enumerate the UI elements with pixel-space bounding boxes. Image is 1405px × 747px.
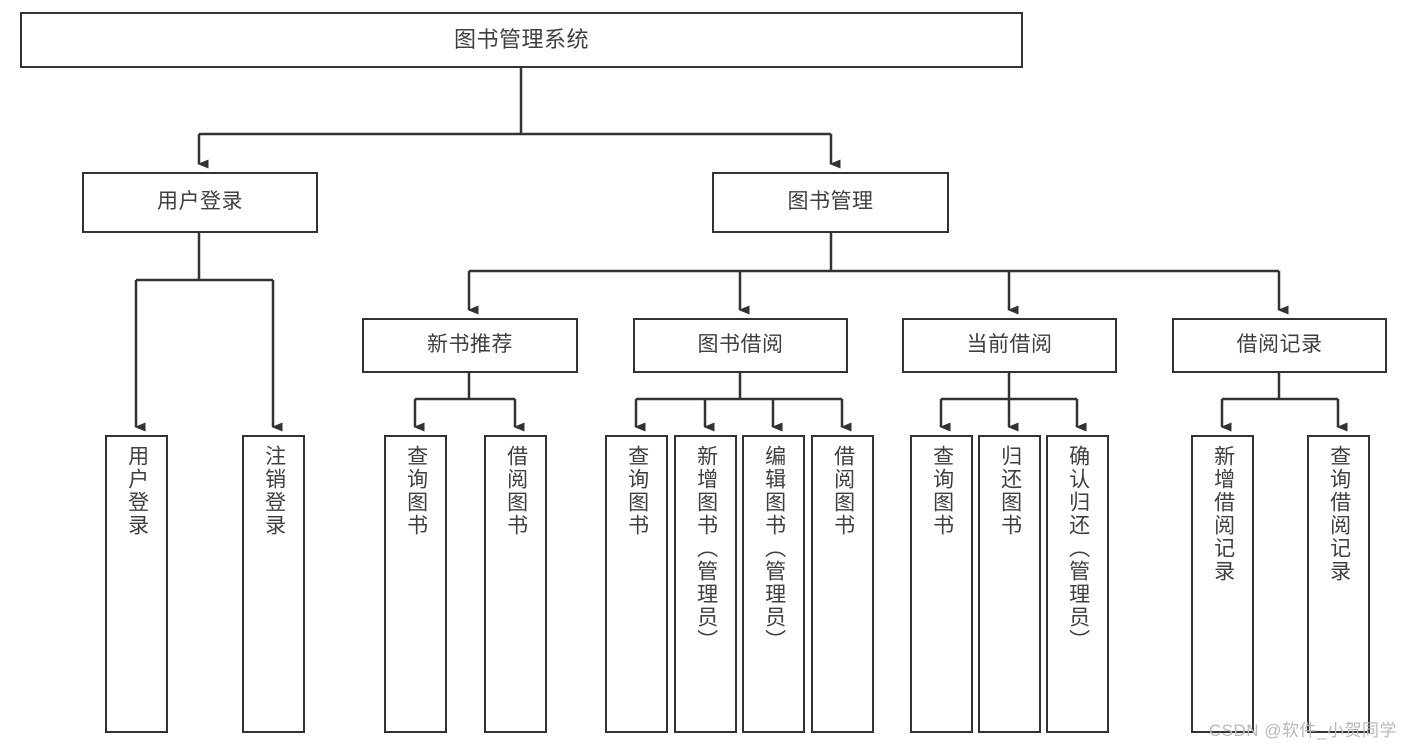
node-book-management[interactable]: 图书管理	[712, 172, 949, 233]
node-leaf-borrow-book-recommend[interactable]: 借阅图书	[484, 435, 547, 733]
node-leaf-query-book-recommend[interactable]: 查询图书	[384, 435, 447, 733]
node-root-book-management-system[interactable]: 图书管理系统	[20, 12, 1023, 68]
node-current-borrow[interactable]: 当前借阅	[902, 318, 1117, 373]
node-leaf-add-book-admin[interactable]: 新增图书（管理员）	[674, 435, 737, 733]
node-label: 查询图书	[404, 445, 428, 537]
node-label: 确认归还（管理员）	[1066, 445, 1090, 652]
node-leaf-add-borrow-record[interactable]: 新增借阅记录	[1191, 435, 1254, 733]
node-label: 查询图书	[930, 445, 954, 537]
node-user-login[interactable]: 用户登录	[82, 172, 318, 233]
node-leaf-query-book-current[interactable]: 查询图书	[910, 435, 973, 733]
csdn-watermark: CSDN @软件_小贺同学	[1208, 721, 1397, 740]
node-leaf-logout-login[interactable]: 注销登录	[242, 435, 305, 733]
node-leaf-user-login[interactable]: 用户登录	[105, 435, 168, 733]
node-leaf-borrow-book[interactable]: 借阅图书	[811, 435, 874, 733]
node-book-borrow[interactable]: 图书借阅	[633, 318, 848, 373]
node-label: 查询借阅记录	[1327, 445, 1351, 583]
node-label: 图书管理系统	[453, 27, 589, 53]
node-label: 新增借阅记录	[1211, 445, 1235, 583]
node-borrow-record[interactable]: 借阅记录	[1172, 318, 1387, 373]
node-new-book-recommend[interactable]: 新书推荐	[362, 318, 578, 373]
node-label: 图书借阅	[697, 333, 784, 357]
node-label: 借阅图书	[504, 445, 528, 537]
node-leaf-return-book[interactable]: 归还图书	[978, 435, 1041, 733]
node-leaf-confirm-return-admin[interactable]: 确认归还（管理员）	[1046, 435, 1109, 733]
node-label: 注销登录	[262, 445, 286, 537]
node-label: 用户登录	[157, 190, 243, 214]
node-label: 新书推荐	[427, 333, 513, 357]
node-leaf-edit-book-admin[interactable]: 编辑图书（管理员）	[742, 435, 805, 733]
node-label: 新增图书（管理员）	[694, 445, 718, 652]
node-label: 借阅记录	[1236, 333, 1323, 357]
node-label: 编辑图书（管理员）	[762, 445, 786, 652]
node-label: 归还图书	[998, 445, 1022, 537]
node-label: 当前借阅	[966, 333, 1053, 357]
node-leaf-query-borrow-record[interactable]: 查询借阅记录	[1307, 435, 1370, 733]
node-label: 用户登录	[125, 445, 149, 537]
node-label: 图书管理	[787, 190, 874, 214]
node-leaf-query-book-borrow[interactable]: 查询图书	[605, 435, 668, 733]
node-label: 查询图书	[625, 445, 649, 537]
node-label: 借阅图书	[831, 445, 855, 537]
